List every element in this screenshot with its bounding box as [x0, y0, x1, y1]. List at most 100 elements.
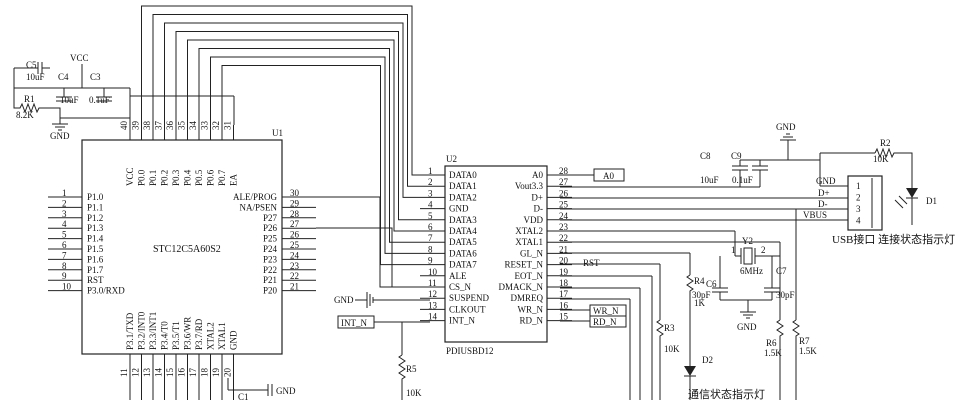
u1-pin-name: P25: [263, 234, 278, 244]
u1-pin-name: P3.1/TXD: [125, 312, 135, 350]
u2-pin-name: DATA5: [449, 237, 477, 247]
u1-pin-number: 11: [119, 368, 129, 377]
c7-ref: C7: [776, 266, 787, 276]
u2-pin-number: 22: [559, 233, 568, 243]
u1-pin-name: P1.2: [87, 213, 103, 223]
u1-pin-name: P3.5/T1: [171, 321, 181, 350]
c5-value: 10uF: [26, 72, 45, 82]
u2-pin-name: DATA0: [449, 170, 477, 180]
u1-pin-name: P3.2/INT0: [137, 311, 147, 350]
u2-pin-number: 6: [428, 222, 433, 232]
u2-pin-name: DMACK_N: [498, 282, 543, 292]
u2-pin-number: 18: [559, 278, 569, 288]
bus-wire: [152, 14, 420, 187]
u2-pin-name: XTAL2: [515, 226, 543, 236]
u2-pin-name: DMREQ: [510, 293, 543, 303]
d1-ref: D1: [926, 196, 937, 206]
r5-ref: R5: [406, 364, 417, 374]
gnd-label-bottom: GND: [276, 386, 296, 396]
u1-part: STC12C5A60S2: [153, 244, 221, 255]
u1-body: [81, 139, 283, 355]
cs-wire: [316, 227, 393, 287]
u1-pin-number: 15: [165, 368, 175, 378]
u1-pin-number: 29: [290, 198, 300, 208]
u1-pin-number: 2: [62, 198, 67, 208]
u1-pin-number: 8: [62, 261, 67, 271]
u1-pin-number: 32: [211, 121, 221, 130]
u2-side-circuit: GND INT_N R5 10K A0 RST WR_N RD_N: [334, 122, 955, 400]
u1-pin-number: 27: [290, 219, 300, 229]
u1-pin-number: 6: [62, 240, 67, 250]
u1-pin-number: 33: [200, 121, 210, 131]
u1-pin-number: 24: [290, 250, 300, 260]
r3-ref: R3: [664, 323, 675, 333]
r6-ref: R6: [766, 338, 777, 348]
c4-value: 10uF: [60, 95, 79, 105]
u1-pin-name: P0.6: [206, 169, 216, 186]
u1-pin-name: P27: [263, 213, 278, 223]
u2-pin-number: 20: [559, 256, 569, 266]
u1-pin-number: 7: [62, 250, 67, 260]
gnd-label-left: GND: [50, 131, 70, 141]
u2-pin-name: DATA7: [449, 260, 477, 270]
u1-pin-name: P1.3: [87, 223, 104, 233]
u2-pin-name: CLKOUT: [449, 304, 486, 314]
d2-ref: D2: [702, 355, 713, 365]
y2-pin2: 2: [761, 245, 766, 255]
u1-pin-number: 40: [119, 121, 129, 131]
ale-wire: [316, 196, 420, 288]
vcc-label: VCC: [70, 53, 89, 63]
u1-pin-name: RST: [87, 275, 104, 285]
bus-wire: [164, 22, 420, 198]
r4-ref: R4: [694, 276, 705, 286]
u2-pin-number: 26: [559, 188, 569, 198]
u1-pin-number: 23: [290, 261, 300, 271]
u1-bottom-pins: 11P3.1/TXD12P3.2/INT013P3.3/INT114P3.4/T…: [119, 311, 239, 400]
u1-pin-name: VCC: [125, 167, 135, 186]
c6-value: 30pF: [692, 290, 711, 300]
u1-pin-number: 37: [154, 121, 164, 131]
usb-connector: [847, 175, 883, 231]
u1-pin-number: 12: [131, 368, 141, 377]
u2-pin-number: 21: [559, 244, 568, 254]
r6-value: 1.5K: [764, 348, 782, 358]
u1-pin-number: 35: [177, 121, 187, 131]
u2-pin-number: 14: [428, 312, 438, 322]
c1-ref: C1: [238, 392, 249, 400]
u1-pin-number: 34: [188, 121, 198, 131]
u2-pin-number: 10: [428, 267, 438, 277]
u1-pin-name: P26: [263, 223, 278, 233]
u1-pin-number: 1: [62, 188, 67, 198]
u1-pin-name: P3.3/INT1: [148, 312, 158, 350]
u2-pin-name: DATA3: [449, 215, 477, 225]
u2-ref: U2: [446, 154, 457, 164]
u2-pin-name: DATA1: [449, 181, 477, 191]
u2-right-pins: 28A027Vout3.326D+25D-24VDD23XTAL222XTAL1…: [498, 166, 572, 326]
u2-pin-name: ALE: [449, 271, 467, 281]
u1-pin-number: 36: [165, 121, 175, 131]
u2-pin-name: Vout3.3: [515, 181, 544, 191]
u1-pin-name: EA: [229, 174, 239, 186]
u1-right-pins: 30ALE/PROG29NA/PSEN28P2727P2626P2525P242…: [233, 188, 316, 296]
u1-pin-number: 4: [62, 219, 67, 229]
usb-pin-dminus: D-: [818, 199, 828, 209]
u2-pin-name: DATA6: [449, 248, 477, 258]
net-a0: A0: [603, 171, 614, 181]
r1-value: 8.2K: [16, 110, 34, 120]
u2-pin-number: 5: [428, 211, 433, 221]
usb-caption: USB接口 连接状态指示灯: [832, 232, 955, 246]
u1-pin-name: P1.6: [87, 254, 104, 264]
u2-pin-name: XTAL1: [515, 237, 543, 247]
u2-pin-number: 11: [428, 278, 437, 288]
u1-pin-name: P0.2: [160, 170, 170, 186]
u1-pin-number: 22: [290, 271, 299, 281]
r3-value: 10K: [664, 344, 680, 354]
u1-bottom-gnd: C1 GND: [227, 378, 296, 400]
u1-pin-name: P0.5: [194, 169, 204, 186]
u2-pin-name: GL_N: [520, 248, 543, 258]
u2-pin-number: 8: [428, 244, 433, 254]
power-decoupling: VCC C5 10uF C4 10uF C3 0.1uF R1 8.2K GND: [13, 53, 131, 141]
u2-pin-number: 16: [559, 300, 569, 310]
